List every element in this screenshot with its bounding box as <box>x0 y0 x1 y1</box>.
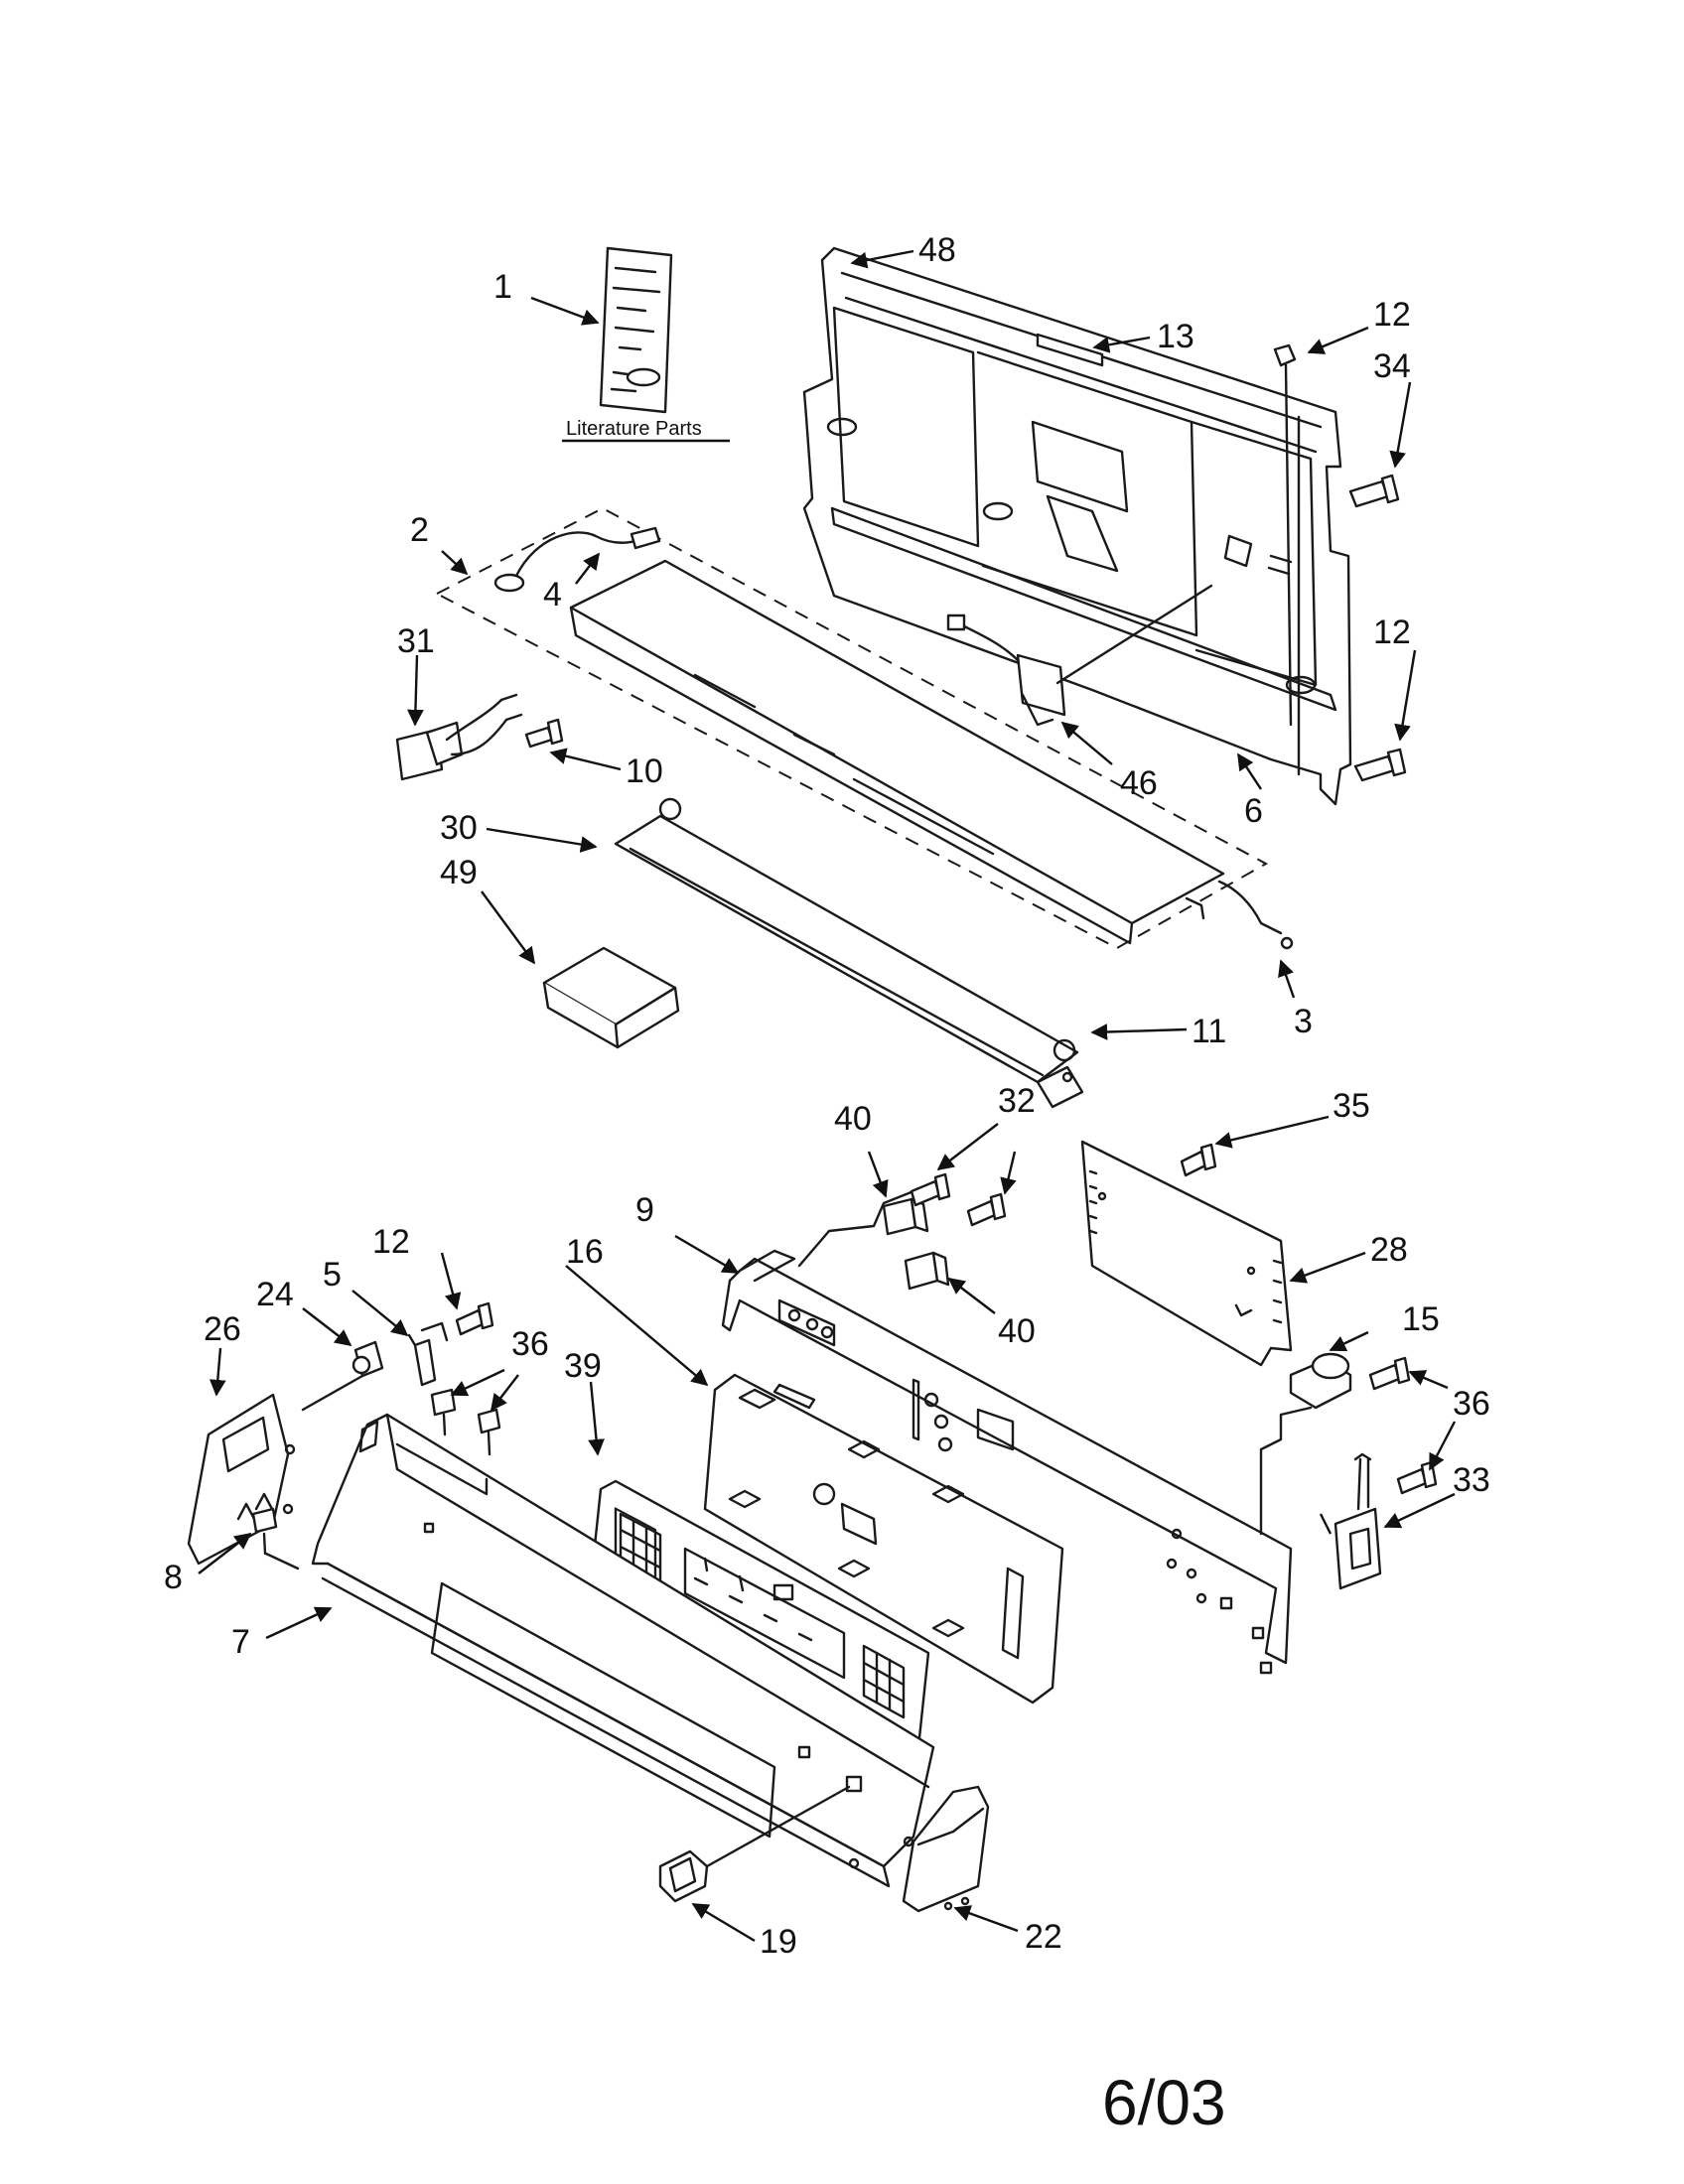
callout-33: 33 <box>1453 1461 1490 1499</box>
screw-32-b <box>966 1192 1007 1227</box>
control-panel <box>311 1413 935 1888</box>
callout-22: 22 <box>1025 1918 1062 1956</box>
rocker-switch <box>658 1785 851 1903</box>
callout-28: 28 <box>1370 1231 1408 1269</box>
callout-40-bottom: 40 <box>998 1312 1036 1350</box>
lamp-socket <box>395 693 523 781</box>
callout-15: 15 <box>1402 1300 1440 1338</box>
callout-1: 1 <box>493 268 512 306</box>
callout-24: 24 <box>256 1276 294 1313</box>
callout-11: 11 <box>1192 1013 1226 1050</box>
callout-13: 13 <box>1157 318 1194 355</box>
callout-5: 5 <box>323 1256 342 1294</box>
callout-32: 32 <box>998 1082 1036 1120</box>
lamp-wire <box>493 526 661 593</box>
callout-35: 35 <box>1333 1087 1370 1125</box>
light-assembly-outline <box>434 506 1269 950</box>
callout-34: 34 <box>1373 347 1411 385</box>
callout-48: 48 <box>918 231 956 269</box>
fluorescent-tube <box>614 797 1079 1084</box>
screw-10 <box>524 718 564 749</box>
relay-upper <box>882 1197 929 1236</box>
callout-4: 4 <box>543 576 562 614</box>
callout-40-top: 40 <box>834 1100 872 1138</box>
callout-30: 30 <box>440 809 478 847</box>
relay-lower <box>904 1251 950 1291</box>
callout-2: 2 <box>410 511 429 549</box>
callout-36-left: 36 <box>511 1325 549 1363</box>
control-bracket <box>721 1189 1293 1675</box>
wire-clip <box>1217 880 1294 950</box>
date-code: 6/03 <box>1102 2067 1226 2138</box>
callout-12-left: 12 <box>372 1223 410 1261</box>
screw-12-left <box>455 1301 494 1336</box>
callout-16: 16 <box>566 1233 604 1271</box>
callout-12-right: 12 <box>1373 614 1411 651</box>
lamp-bracket <box>542 946 680 1049</box>
screw-32-a <box>910 1172 951 1207</box>
callout-19: 19 <box>760 1923 797 1961</box>
screw-36-left-b <box>477 1408 501 1456</box>
callout-7: 7 <box>231 1623 250 1661</box>
trim-strip <box>1036 333 1104 367</box>
transformer <box>1333 1452 1382 1590</box>
tube-end <box>1036 1065 1084 1109</box>
callout-6: 6 <box>1244 792 1263 830</box>
light-cover <box>569 559 1225 945</box>
screw-34 <box>1348 474 1400 508</box>
door-switch <box>946 584 1213 727</box>
screw-12-right <box>1353 748 1407 782</box>
control-overlay <box>703 1373 1064 1705</box>
callout-10: 10 <box>626 752 663 790</box>
end-cap-right <box>902 1785 990 1913</box>
screw-35 <box>1180 1143 1217 1177</box>
limit-switch <box>1259 1352 1352 1536</box>
leader-lines <box>198 249 1457 1943</box>
end-cap-left <box>187 1393 296 1566</box>
screw-36-right-a <box>1368 1356 1411 1391</box>
screw-8 <box>251 1507 300 1570</box>
callout-12-top: 12 <box>1373 296 1411 334</box>
callout-36-right: 36 <box>1453 1385 1490 1423</box>
control-board <box>1080 1140 1293 1367</box>
callout-26: 26 <box>204 1310 241 1348</box>
callout-31: 31 <box>397 622 435 660</box>
screw-36-left-a <box>430 1388 457 1436</box>
callout-9: 9 <box>635 1191 654 1229</box>
literature-label: Literature Parts <box>566 418 702 440</box>
callout-3: 3 <box>1294 1003 1313 1040</box>
bracket-5 <box>407 1321 449 1387</box>
callout-39: 39 <box>564 1347 602 1385</box>
callout-49: 49 <box>440 854 478 891</box>
screw-12-top <box>1273 343 1297 727</box>
callout-8: 8 <box>164 1559 183 1596</box>
callout-46: 46 <box>1120 764 1158 802</box>
knob-switch-24 <box>301 1340 384 1412</box>
literature-booklet <box>599 246 673 414</box>
transformer-wire <box>1319 1513 1333 1535</box>
